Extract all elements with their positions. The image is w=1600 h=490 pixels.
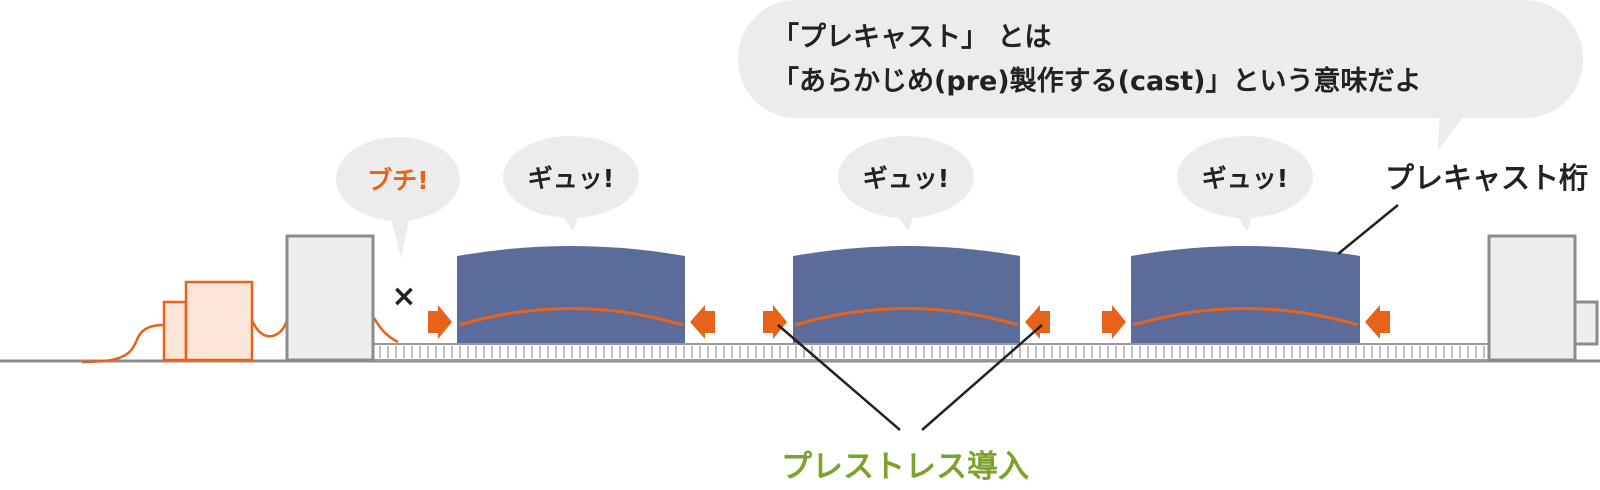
squeeze-text-3: ギュッ! [1202, 164, 1288, 193]
pretension-leader-left [777, 324, 901, 431]
tendon-cut-end [372, 317, 399, 344]
precast-girder-label: プレキャスト桁 [1385, 161, 1588, 195]
precast-girder-1 [457, 246, 685, 343]
precast-girder-2 [793, 246, 1020, 343]
explanation-bubble: 「プレキャスト」 とは 「あらかじめ(pre)製作する(cast)」という意味だ… [738, 0, 1583, 150]
abutment-left [285, 234, 375, 362]
squeeze-text-1: ギュッ! [528, 164, 614, 193]
precast-girder-3 [1131, 246, 1360, 343]
tendon-2 [794, 307, 1019, 327]
tendon-1 [458, 307, 684, 327]
broken-mark: × [391, 279, 416, 314]
prestressing-bed [371, 343, 1491, 361]
tendon-end-left [81, 323, 165, 364]
arrow-right-icon [763, 305, 787, 339]
snap-bubble: ブチ! [336, 137, 460, 258]
abutment-right [1487, 234, 1599, 362]
arrow-left-icon [690, 305, 715, 339]
explanation-line-2: 「あらかじめ(pre)製作する(cast)」という意味だよ [772, 65, 1422, 97]
tendon-3 [1132, 307, 1359, 327]
snap-text: ブチ! [367, 166, 428, 195]
pretension-label: プレストレス導入 [781, 449, 1029, 485]
anchor-block-small [162, 300, 188, 362]
arrow-right-icon [1102, 305, 1126, 339]
tendon-loop [250, 319, 289, 338]
squeeze-bubble-1: ギュッ! [503, 136, 639, 231]
precast-girder-leader [1337, 204, 1399, 255]
arrow-left-icon [1025, 305, 1050, 339]
pretension-leader-right [921, 324, 1043, 431]
squeeze-bubble-3: ギュッ! [1177, 136, 1313, 231]
tensioning-jack [81, 280, 289, 364]
arrow-right-icon [428, 305, 452, 339]
squeeze-text-2: ギュッ! [863, 164, 949, 193]
arrow-left-icon [1365, 305, 1390, 339]
anchor-block-large [184, 280, 254, 362]
squeeze-bubble-2: ギュッ! [838, 136, 974, 231]
explanation-line-1: 「プレキャスト」 とは [772, 21, 1051, 53]
